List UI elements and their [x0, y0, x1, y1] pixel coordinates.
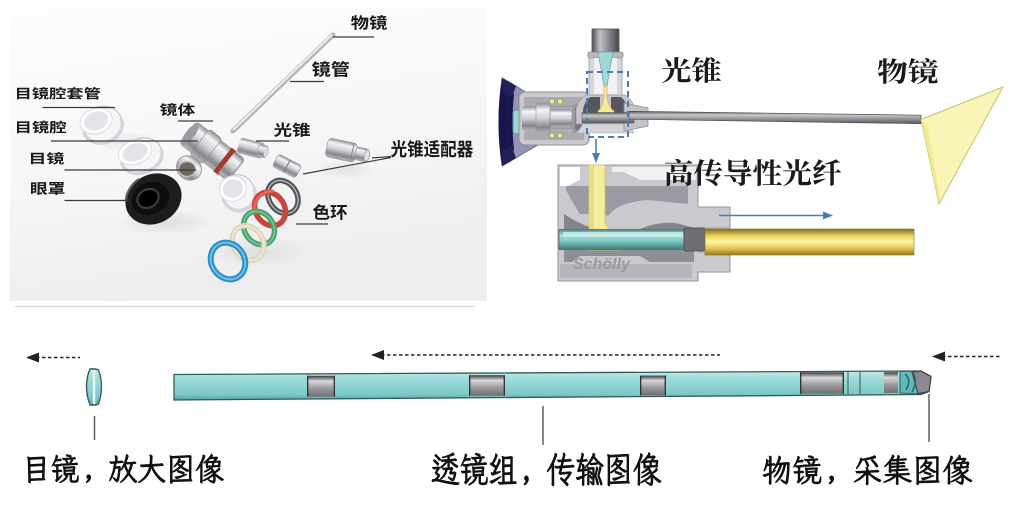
svg-text:Schölly: Schölly — [573, 256, 631, 273]
